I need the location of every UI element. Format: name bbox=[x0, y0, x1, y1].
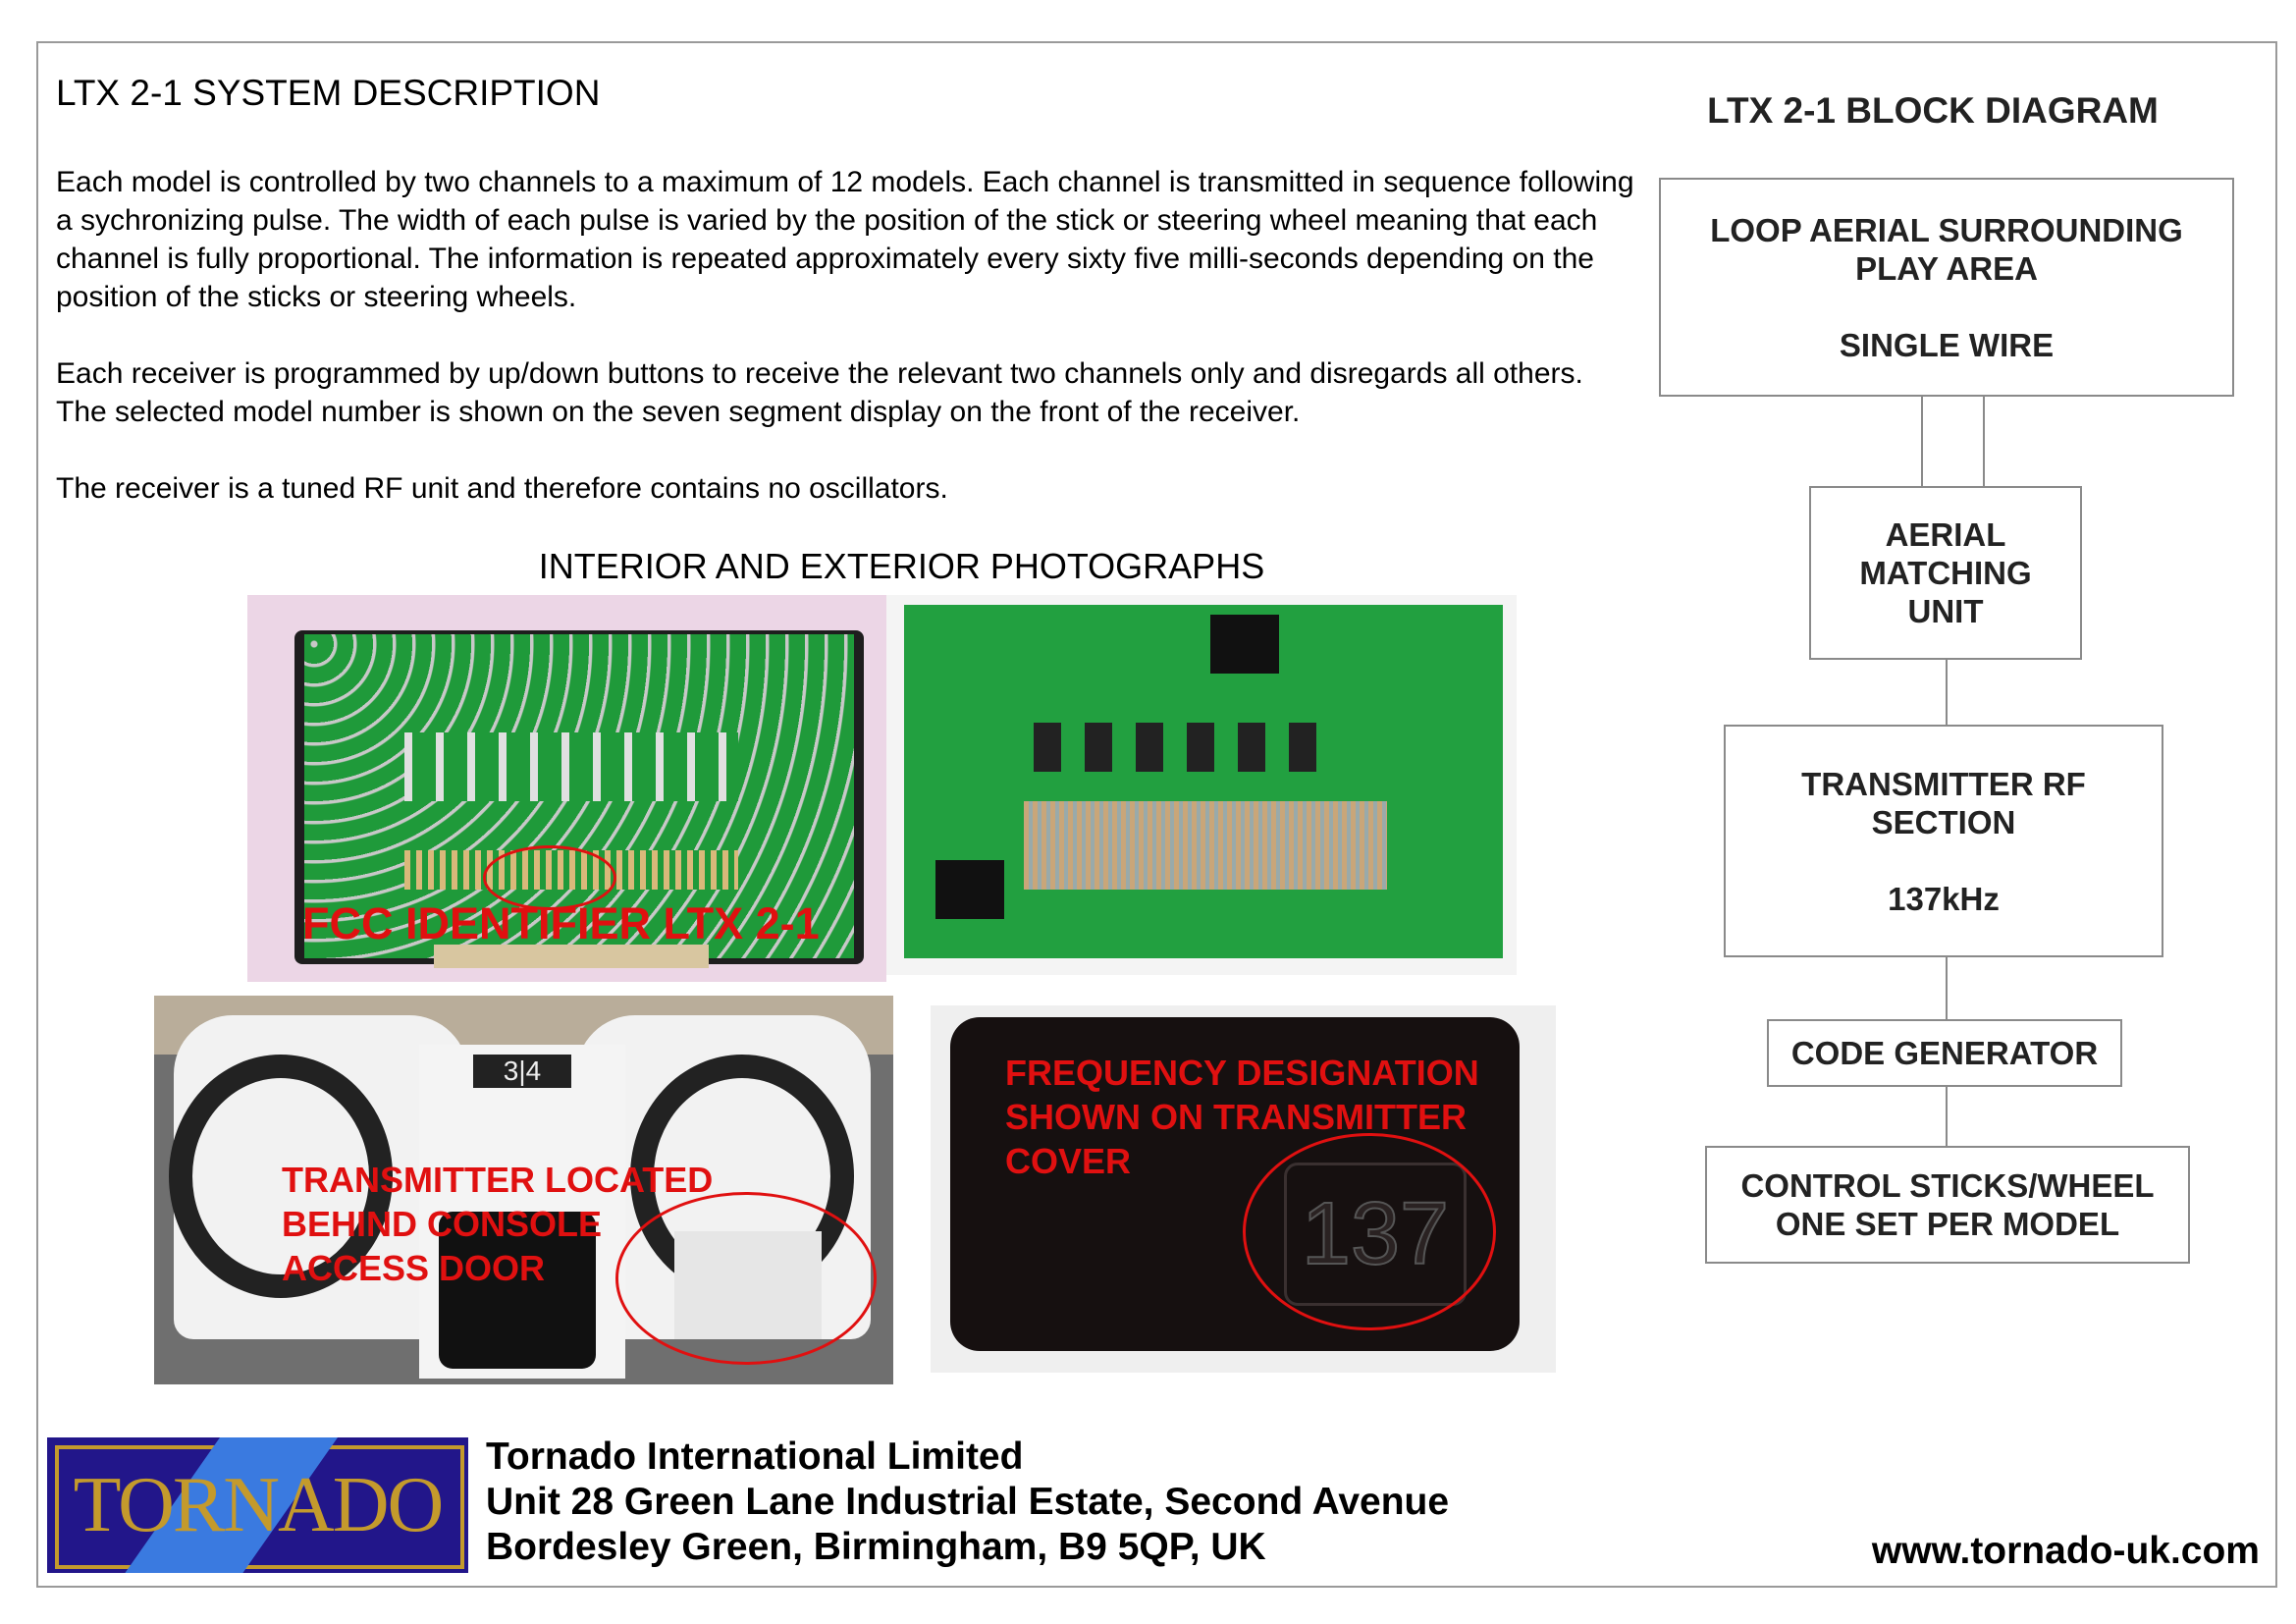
console-annotation-line-2: BEHIND CONSOLE bbox=[282, 1204, 603, 1244]
website-link[interactable]: www.tornado-uk.com bbox=[1871, 1530, 2260, 1572]
block-diagram-title: LTX 2-1 BLOCK DIAGRAM bbox=[1707, 90, 2159, 131]
block-text: MATCHING bbox=[1859, 555, 2032, 591]
logo-wordmark: TORNADO bbox=[73, 1462, 445, 1548]
connector-line bbox=[1946, 1087, 1948, 1146]
console-photo: 3|4 TRANSMITTER LOCATED BEHIND CONSOLE A… bbox=[154, 996, 893, 1384]
pcb-back-annotation: FCC IDENTIFIER LTX 2-1 bbox=[302, 898, 820, 948]
description-paragraph-2: Each receiver is programmed by up/down b… bbox=[56, 357, 1583, 428]
block-text: UNIT bbox=[1907, 593, 1984, 629]
description-title: LTX 2-1 SYSTEM DESCRIPTION bbox=[56, 73, 601, 113]
block-text: AERIAL bbox=[1885, 516, 2006, 553]
block-aerial-matching-unit: AERIAL MATCHING UNIT bbox=[1809, 486, 2082, 660]
tornado-logo: TORNADO bbox=[47, 1437, 468, 1573]
block-control-sticks: CONTROL STICKS/WHEEL ONE SET PER MODEL bbox=[1705, 1146, 2190, 1264]
cover-annotation-line-3: COVER bbox=[1005, 1141, 1132, 1181]
cover-annotation-line-2: SHOWN ON TRANSMITTER bbox=[1005, 1097, 1467, 1137]
description-paragraph-3: The receiver is a tuned RF unit and ther… bbox=[56, 472, 948, 505]
block-text: 137kHz bbox=[1888, 880, 2000, 917]
pcb-front-photo bbox=[886, 595, 1517, 975]
page-frame bbox=[36, 41, 2277, 1588]
connector-line bbox=[1946, 957, 1948, 1019]
pcb-back-photo: FCC IDENTIFIER LTX 2-1 bbox=[247, 595, 886, 982]
block-code-generator: CODE GENERATOR bbox=[1767, 1019, 2122, 1087]
console-badge: 3|4 bbox=[473, 1055, 571, 1088]
address-line-1: Unit 28 Green Lane Industrial Estate, Se… bbox=[486, 1481, 1450, 1523]
block-text: CODE GENERATOR bbox=[1790, 1035, 2099, 1071]
transmitter-cover-photo: 137 FREQUENCY DESIGNATION SHOWN ON TRANS… bbox=[931, 1005, 1556, 1373]
block-loop-aerial: LOOP AERIAL SURROUNDING PLAY AREA SINGLE… bbox=[1659, 178, 2234, 397]
photos-title: INTERIOR AND EXTERIOR PHOTOGRAPHS bbox=[538, 546, 1265, 586]
description-paragraph-1: Each model is controlled by two channels… bbox=[56, 166, 1634, 313]
connector-line bbox=[1921, 397, 1923, 486]
address-line-2: Bordesley Green, Birmingham, B9 5QP, UK bbox=[486, 1526, 1266, 1568]
cover-annotation-line-1: FREQUENCY DESIGNATION bbox=[1005, 1053, 1479, 1093]
block-transmitter-rf: TRANSMITTER RF SECTION 137kHz bbox=[1724, 725, 2163, 957]
block-text: CONTROL STICKS/WHEEL bbox=[1740, 1167, 2155, 1204]
block-text: SECTION bbox=[1871, 803, 2016, 840]
console-annotation-line-1: TRANSMITTER LOCATED bbox=[282, 1160, 714, 1200]
block-text: ONE SET PER MODEL bbox=[1775, 1206, 2120, 1242]
console-annotation-line-3: ACCESS DOOR bbox=[282, 1248, 546, 1288]
connector-line bbox=[1983, 397, 1985, 486]
block-text: SINGLE WIRE bbox=[1839, 326, 2055, 363]
block-text: LOOP AERIAL SURROUNDING bbox=[1710, 211, 2183, 248]
block-text: PLAY AREA bbox=[1855, 249, 2038, 287]
company-name: Tornado International Limited bbox=[486, 1435, 1024, 1478]
connector-line bbox=[1946, 660, 1948, 725]
block-text: TRANSMITTER RF bbox=[1801, 765, 2086, 802]
